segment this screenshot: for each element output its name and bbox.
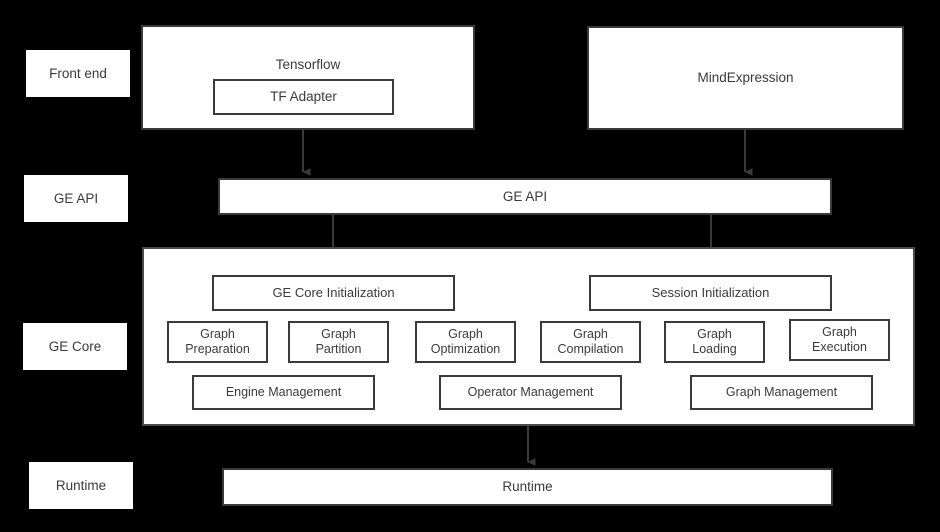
graph-optimization-box[interactable]: Graph Optimization [415, 321, 516, 363]
session-initialization-box[interactable]: Session Initialization [589, 275, 832, 311]
stage-label-front-end: Front end [26, 50, 130, 97]
ge-api-bar[interactable]: GE API [218, 178, 832, 215]
ge-core-initialization-box[interactable]: GE Core Initialization [212, 275, 455, 311]
operator-management-box[interactable]: Operator Management [439, 375, 622, 410]
mindexpression-box[interactable]: MindExpression [587, 26, 904, 130]
graph-preparation-box[interactable]: Graph Preparation [167, 321, 268, 363]
stage-label-runtime: Runtime [29, 462, 133, 509]
runtime-bar[interactable]: Runtime [222, 468, 833, 506]
tf-adapter-box[interactable]: TF Adapter [213, 79, 394, 115]
graph-loading-box[interactable]: Graph Loading [664, 321, 765, 363]
stage-label-ge-api: GE API [24, 175, 128, 222]
engine-management-box[interactable]: Engine Management [192, 375, 375, 410]
graph-partition-box[interactable]: Graph Partition [288, 321, 389, 363]
graph-compilation-box[interactable]: Graph Compilation [540, 321, 641, 363]
graph-management-box[interactable]: Graph Management [690, 375, 873, 410]
graph-execution-box[interactable]: Graph Execution [789, 319, 890, 361]
stage-label-ge-core: GE Core [23, 323, 127, 370]
